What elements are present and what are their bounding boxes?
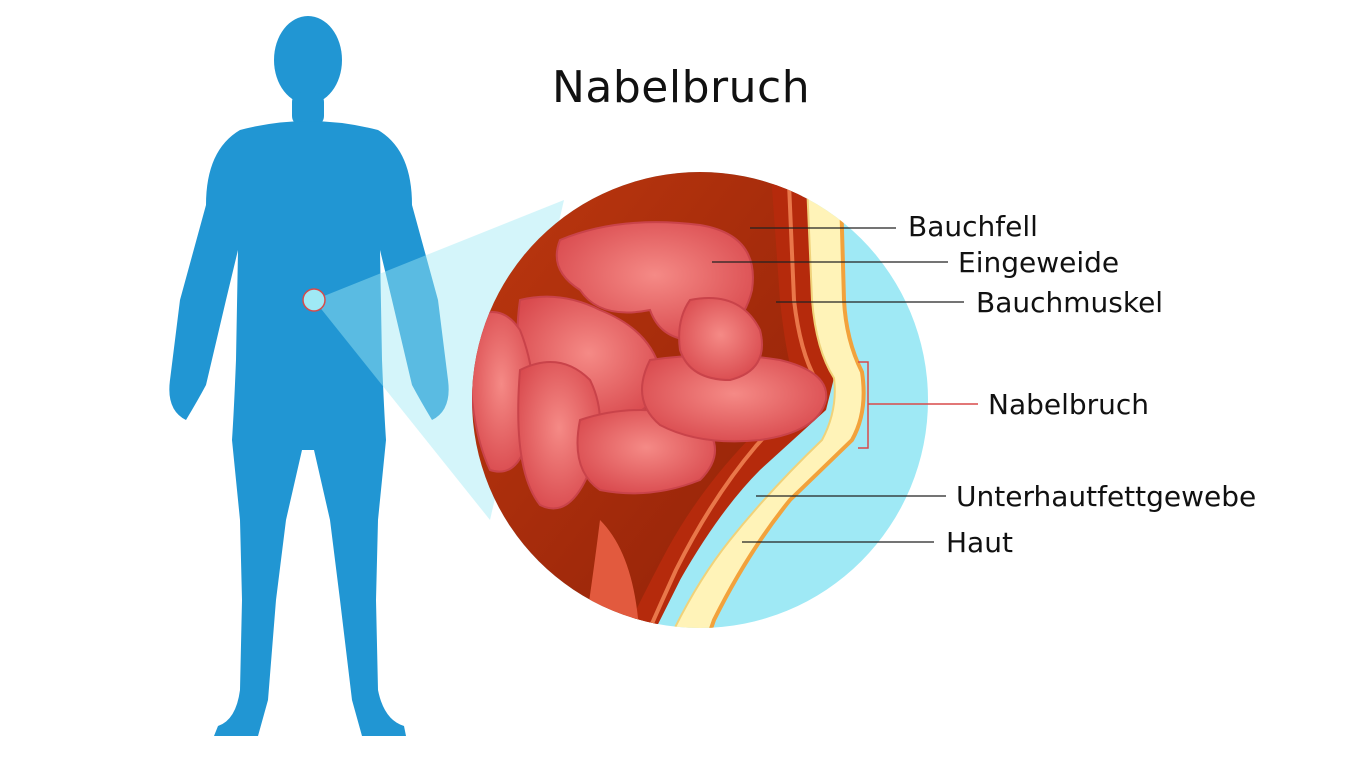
cross-section: [472, 172, 866, 628]
label-haut: Haut: [946, 526, 1013, 559]
leader-lines: [712, 227, 964, 543]
label-nabelbruch: Nabelbruch: [988, 388, 1150, 421]
human-silhouette: [169, 16, 449, 736]
navel-marker: [302, 288, 326, 312]
diagram-title: Nabelbruch: [552, 62, 811, 113]
label-bauchfell: Bauchfell: [908, 210, 1038, 243]
hernia-bracket: [858, 361, 978, 449]
label-eingeweide: Eingeweide: [958, 246, 1120, 279]
label-unterhautfettgewebe: Unterhautfettgewebe: [956, 480, 1257, 513]
intestines: [472, 221, 828, 510]
label-bauchmuskel: Bauchmuskel: [976, 286, 1164, 319]
